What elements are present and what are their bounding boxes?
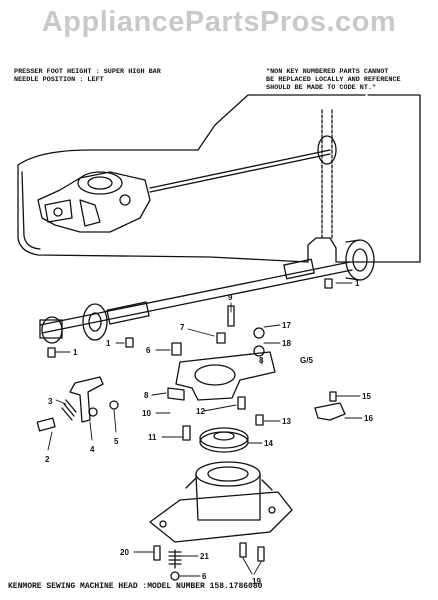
model-number-footer: KENMORE SEWING MACHINE HEAD :MODEL NUMBE… bbox=[8, 582, 263, 591]
callout-label: 20 bbox=[120, 548, 129, 557]
callout-label: 10 bbox=[142, 409, 151, 418]
callout-label: 8 bbox=[259, 356, 264, 365]
callout-label: 1 bbox=[106, 339, 111, 348]
bottom-screws bbox=[153, 542, 265, 581]
callout-label: 5 bbox=[114, 437, 119, 446]
machine-arm-outline bbox=[17, 94, 366, 166]
callout-label: 11 bbox=[148, 433, 157, 442]
machine-body-outline bbox=[17, 94, 421, 263]
callout-label: 18 bbox=[282, 339, 291, 348]
side-code-label: G/5 bbox=[300, 356, 313, 365]
callout-label: 6 bbox=[202, 572, 207, 581]
left-lever-assembly bbox=[36, 376, 119, 432]
lower-shaft-gear-left bbox=[82, 303, 108, 341]
leader-lines bbox=[47, 282, 363, 577]
upper-pulley bbox=[317, 135, 337, 165]
callout-label: 21 bbox=[200, 552, 209, 561]
callout-label: 8 bbox=[144, 391, 149, 400]
needle-position-text: NEEDLE POSITION : LEFT bbox=[14, 76, 104, 85]
callout-label: 15 bbox=[362, 392, 371, 401]
watermark-text: AppliancePartsPros.com bbox=[41, 6, 397, 38]
callout-label: 6 bbox=[146, 346, 151, 355]
replacement-note-line1: "NON KEY NUMBERED PARTS CANNOT bbox=[266, 68, 389, 76]
callout-label: 1 bbox=[355, 279, 360, 288]
callout-label: 1 bbox=[73, 348, 78, 357]
callout-label: 9 bbox=[228, 293, 233, 302]
callout-label: 7 bbox=[180, 323, 185, 332]
callout-label: 2 bbox=[45, 455, 50, 464]
callout-label: 16 bbox=[364, 414, 373, 423]
hook-base-assembly bbox=[149, 461, 293, 543]
presser-foot-height-text: PRESSER FOOT HEIGHT : SUPER HIGH BAR bbox=[14, 68, 161, 76]
body-inner-edge bbox=[21, 171, 41, 250]
callout-label: 4 bbox=[90, 445, 95, 454]
callout-label: 3 bbox=[48, 397, 53, 406]
callout-label: 14 bbox=[264, 439, 273, 448]
replacement-note-line3: SHOULD BE MADE TO CODE NT." bbox=[266, 84, 377, 93]
drive-belt bbox=[321, 109, 333, 241]
upper-shaft bbox=[149, 149, 331, 189]
replacement-note-line2: BE REPLACED LOCALLY AND REFERENCE bbox=[266, 76, 401, 85]
callout-label: 19 bbox=[252, 577, 261, 586]
callout-label: 17 bbox=[282, 321, 291, 330]
replacement-note: "NON KEY NUMBERED PARTS CANNOT BE REPLAC… bbox=[266, 68, 401, 93]
callout-label: 12 bbox=[196, 407, 205, 416]
presser-foot-note: PRESSER FOOT HEIGHT : SUPER HIGH BAR NEE… bbox=[14, 68, 161, 84]
right-small-part bbox=[314, 391, 346, 421]
callout-labels: 1 1 1 2 3 4 5 6 7 8 9 10 11 12 13 14 15 … bbox=[45, 279, 373, 586]
bobbin-case bbox=[199, 427, 249, 453]
shaft-screws bbox=[47, 278, 333, 358]
lower-shaft-gear-right bbox=[345, 239, 375, 281]
callout-label: 13 bbox=[282, 417, 291, 426]
lower-shaft-assembly bbox=[39, 239, 375, 344]
needle-bar-mechanism bbox=[37, 171, 151, 233]
